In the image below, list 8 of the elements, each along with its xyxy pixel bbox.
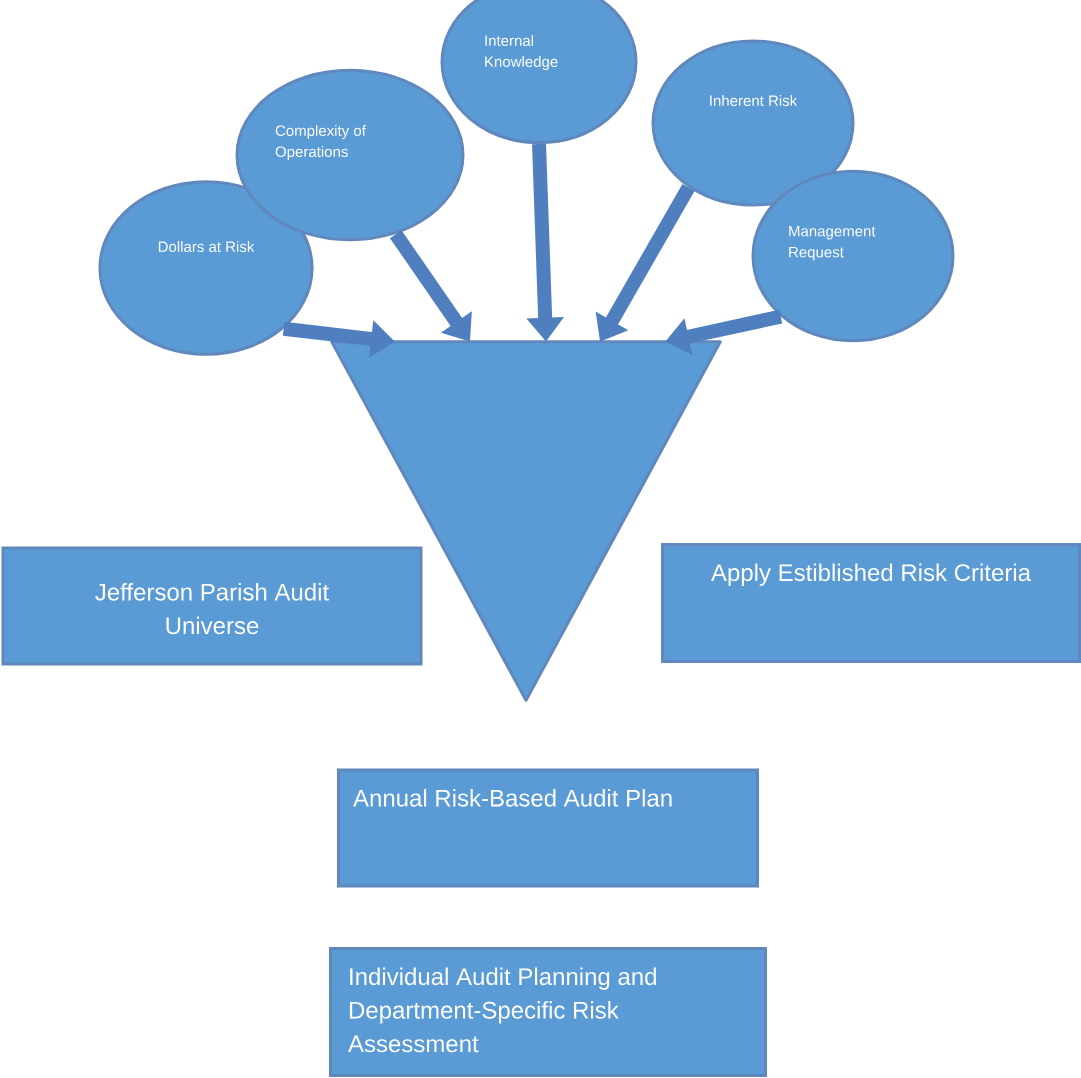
ellipse-node: Dollars at Risk (98, 180, 314, 356)
process-box: Jefferson Parish Audit Universe (1, 546, 423, 666)
process-box: Annual Risk-Based Audit Plan (337, 768, 759, 888)
ellipse-node: Complexity of Operations (235, 68, 465, 242)
ellipse-node: Management Request (751, 169, 955, 343)
ellipse-node: Inherent Risk (651, 39, 855, 207)
process-box: Apply Estiblished Risk Criteria (661, 543, 1081, 663)
process-box: Individual Audit Planning and Department-Specific Risk Assessment (329, 947, 767, 1077)
